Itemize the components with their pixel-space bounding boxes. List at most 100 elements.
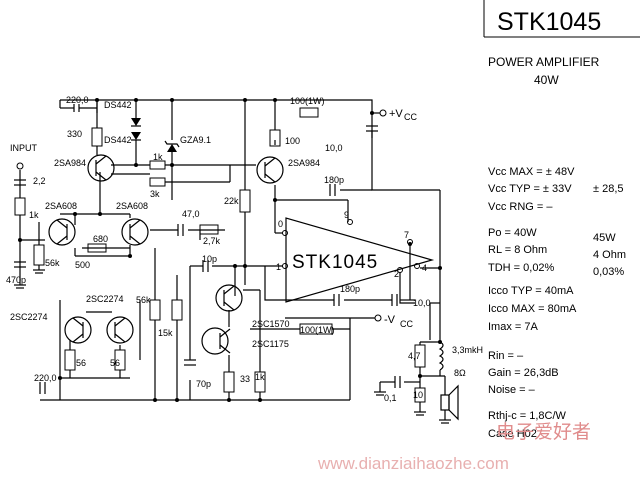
vcc-pos-sub: CC	[404, 112, 417, 122]
label-r-100-1w-top: 100(1W)	[290, 96, 325, 106]
diode-ds442-1	[131, 118, 141, 126]
spec-po-alt: 45W	[593, 232, 616, 244]
ic-label: STK1045	[292, 252, 378, 273]
resistor-100-1w-bot	[299, 323, 333, 335]
spec-vcc-typ: Vcc TYP = ± 33V	[488, 183, 572, 195]
resistor-33	[223, 371, 235, 393]
label-r-10: 10	[413, 390, 423, 400]
spec-case: Case H02	[488, 428, 537, 440]
part-number-title: STK1045	[497, 8, 601, 36]
spec-vcc-rng: Vcc RNG = –	[488, 201, 553, 213]
label-r-56-right: 56	[110, 358, 120, 368]
resistor-56k-b	[149, 299, 161, 321]
label-r-330: 330	[67, 129, 82, 139]
label-c-10-0-bot: 10,0	[413, 298, 431, 308]
resistors	[14, 107, 426, 403]
resistor-680	[87, 243, 107, 253]
vcc-pos-terminal	[379, 109, 387, 117]
spec-po: Po = 40W	[488, 227, 537, 239]
label-r-1k-input: 1k	[29, 210, 39, 220]
label-r-4-7: 4,7	[408, 351, 421, 361]
spec-rl: RL = 8 Ohm	[488, 244, 547, 256]
transistor-2sa984-right	[256, 156, 284, 184]
ground-symbols	[14, 269, 451, 424]
label-c-10-0-top: 10,0	[325, 143, 343, 153]
spec-rthj: Rthj-c = 1,8C/W	[488, 410, 567, 422]
resistor-4-7	[414, 344, 426, 368]
label-r-22k: 22k	[224, 196, 239, 206]
label-l-3-3: 3,3mkH	[452, 345, 483, 355]
label-r-680: 680	[93, 234, 108, 244]
transistor-2sa608-left	[48, 218, 76, 246]
vcc-neg-terminal	[374, 314, 382, 322]
label-r-56k-b: 56k	[136, 295, 151, 305]
spec-icco-typ: Icco TYP = 40mA	[488, 285, 574, 297]
resistor-1k-b	[254, 371, 266, 393]
title-line1: POWER AMPLIFIER	[488, 55, 600, 69]
label-r-15k: 15k	[158, 328, 173, 338]
pin-0: 0	[278, 219, 283, 229]
label-q-2sa608-right: 2SA608	[116, 201, 148, 211]
label-q-2sa984-left: 2SA984	[54, 158, 86, 168]
spec-icco-max: Icco MAX = 80mA	[488, 303, 577, 315]
label-c-220-top: 220,0	[66, 95, 89, 105]
ic-stk1045: STK1045 9 0 7 1 2 4	[276, 210, 435, 303]
vcc-pos-label: +V	[389, 108, 403, 120]
label-c-180p-bot: 180p	[340, 284, 360, 294]
vcc-neg-label: -V	[384, 314, 396, 326]
label-zener: GZA9.1	[180, 135, 211, 145]
resistor-10	[414, 387, 426, 403]
label-r-500: 500	[75, 260, 90, 270]
label-r-56-left: 56	[76, 358, 86, 368]
diodes	[131, 118, 180, 160]
transistor-2sa984-left	[87, 154, 115, 182]
wires	[19, 99, 446, 420]
title-line2: 40W	[534, 73, 559, 87]
component-labels: +V CC -V CC INPUT 220,0 330 DS442 DS442 …	[6, 95, 483, 403]
zener-gza9-1	[167, 144, 177, 152]
label-r-100: 100	[285, 136, 300, 146]
pin-1: 1	[276, 262, 281, 272]
resistor-3k	[149, 177, 166, 187]
vcc-neg-sub: CC	[400, 319, 413, 329]
transistor-2sc1175	[201, 327, 229, 355]
label-q-2sc2274-left: 2SC2274	[10, 312, 48, 322]
resistor-56k	[33, 244, 45, 266]
label-c-180p-top: 180p	[324, 175, 344, 185]
watermark-cn: 电子爱好者	[496, 421, 591, 443]
spec-rl-alt: 4 Ohm	[593, 249, 626, 261]
inductor-3-3mkh	[438, 341, 444, 371]
label-q-2sc2274-right: 2SC2274	[86, 294, 124, 304]
pin-2: 2	[394, 269, 399, 279]
label-q-2sc1175: 2SC1175	[252, 339, 289, 349]
pin-7: 7	[404, 230, 409, 240]
label-r-1k-b: 1k	[255, 372, 265, 382]
label-c-70p: 70p	[196, 379, 211, 389]
label-c-10p: 10p	[202, 254, 217, 264]
label-c-220-bot: 220,0	[34, 373, 57, 383]
resistor-1k-a	[149, 160, 166, 170]
label-q-2sc1570: 2SC1570	[252, 319, 290, 329]
input-label: INPUT	[10, 143, 38, 153]
label-c-470p: 470p	[6, 275, 26, 285]
spec-vcc-typ-alt: ± 28,5	[593, 183, 624, 195]
spec-tdh-alt: 0,03%	[593, 266, 624, 278]
spec-tdh: TDH = 0,02%	[488, 262, 555, 274]
spec-rin: Rin = –	[488, 350, 524, 362]
label-d2: DS442	[104, 135, 132, 145]
spec-vcc-max: Vcc MAX = ± 48V	[488, 166, 575, 178]
transistor-2sa608-right	[121, 218, 149, 246]
resistor-22k	[239, 189, 251, 213]
resistor-56-right	[114, 349, 126, 371]
transistors	[48, 154, 284, 355]
resistor-2-7k	[199, 224, 219, 235]
resistor-15k	[171, 299, 183, 321]
resistor-100	[269, 129, 281, 147]
label-r-1k-a: 1k	[153, 152, 163, 162]
label-c-2-2: 2,2	[33, 176, 46, 186]
transistor-2sc2274-right	[106, 316, 134, 344]
resistor-100-1w-top	[299, 107, 319, 118]
spec-table: Vcc MAX = ± 48V Vcc TYP = ± 33V ± 28,5 V…	[488, 166, 626, 440]
label-r-2-7k: 2,7k	[203, 236, 221, 246]
label-r-3k: 3k	[150, 189, 160, 199]
